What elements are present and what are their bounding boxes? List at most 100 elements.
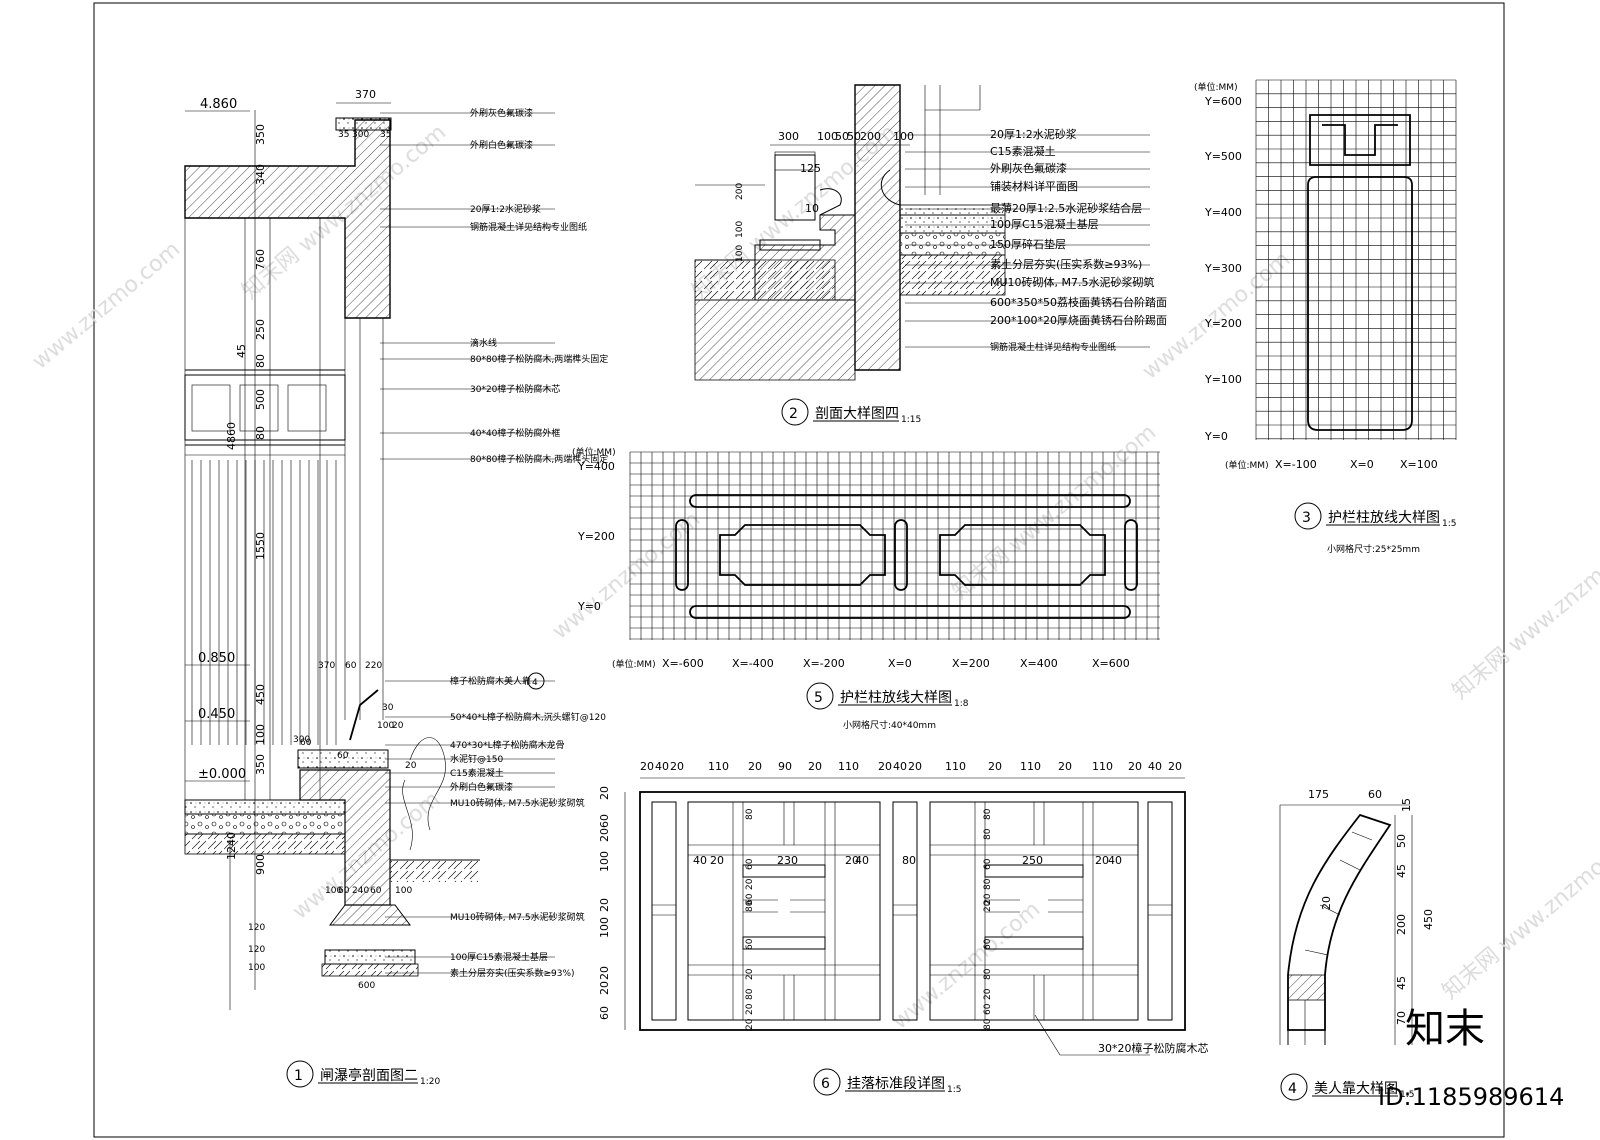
drawing3-labels: (单位:MM)Y=600Y=500Y=400Y=300Y=200Y=100Y=0… xyxy=(1194,81,1438,555)
x-axis-label: X=200 xyxy=(952,657,990,670)
drawing2-section xyxy=(694,84,1150,381)
drawing-title: 护栏柱放线大样图 xyxy=(1328,510,1440,526)
unit-label: (单位:MM) xyxy=(612,658,656,670)
drawing-number: 1 xyxy=(294,1068,303,1084)
callout-note: C15素混凝土 xyxy=(990,144,1056,158)
dimension: 20 xyxy=(598,898,611,912)
unit-label: (单位:MM) xyxy=(1194,81,1238,93)
callout-note: 50*40*L樟子松防腐木,沉头螺钉@120 xyxy=(450,711,606,723)
callout-note: 外刷白色氟碳漆 xyxy=(470,139,533,151)
x-axis-label: X=-600 xyxy=(662,657,704,670)
dimension: 350 xyxy=(254,754,267,775)
dimension: 20 xyxy=(392,721,404,731)
dimension: 60 xyxy=(983,858,993,870)
dimension: 500 xyxy=(254,389,267,410)
dimension: 100 xyxy=(735,245,745,262)
x-axis-label: X=100 xyxy=(1400,458,1438,471)
dimension: 200 xyxy=(860,130,881,143)
drawing-number-circle xyxy=(806,682,834,710)
dimension: 100 xyxy=(893,130,914,143)
dimension: 60 xyxy=(745,858,755,870)
drawing-title: 美人靠大样图 xyxy=(1314,1081,1398,1097)
drawing-scale: 1:15 xyxy=(901,415,921,425)
callout-note: MU10砖砌体, M7.5水泥砂浆砌筑 xyxy=(450,797,585,809)
dimension: 80 xyxy=(254,426,267,440)
dimension: 20 xyxy=(670,760,684,773)
y-axis-label: Y=0 xyxy=(1204,430,1228,443)
y-axis-label: Y=400 xyxy=(577,460,615,473)
dimension: 120 xyxy=(248,923,265,933)
dimension: 110 xyxy=(1092,760,1113,773)
y-axis-label: Y=200 xyxy=(1204,317,1242,330)
dimension: 20 xyxy=(908,760,922,773)
dimension: 20 xyxy=(745,968,755,980)
parapet-cap xyxy=(335,117,392,131)
dimension: 45 xyxy=(1395,864,1408,878)
y-axis-label: Y=400 xyxy=(1204,206,1242,219)
drawing-number-circle xyxy=(781,398,809,426)
x-axis-label: X=0 xyxy=(1350,458,1374,471)
y-axis-label: Y=0 xyxy=(577,600,601,613)
dimension: 220 xyxy=(365,661,382,671)
drawing1-leaders xyxy=(185,102,555,974)
level-mark: 4.860 xyxy=(200,97,237,112)
dimension: 40 xyxy=(893,760,907,773)
drawing3-outline xyxy=(1307,114,1413,431)
dimension: 230 xyxy=(777,854,798,867)
dimension: 20 xyxy=(598,828,611,842)
railing-base xyxy=(774,154,816,221)
drawing-number: 5 xyxy=(814,690,823,706)
dimension: 110 xyxy=(945,760,966,773)
drawing5-outline xyxy=(675,494,1138,619)
x-axis-label: X=0 xyxy=(888,657,912,670)
dimension: 80 xyxy=(745,900,755,912)
watermark-text: 知末网 www.znzmo.com xyxy=(1448,520,1600,705)
callout-note: 外刷灰色氟碳漆 xyxy=(470,107,533,119)
grid-note: 小网格尺寸:40*40mm xyxy=(843,719,936,731)
drawing6-fretwork xyxy=(624,777,1186,1056)
callout-note: 滴水线 xyxy=(470,337,497,349)
dimension: 1550 xyxy=(254,532,267,560)
compacted-soil xyxy=(321,963,419,977)
watermark-text: www.znzmo.com xyxy=(888,897,1045,1035)
drawing-scale: 1:5 xyxy=(947,1085,961,1095)
dimension: 60 xyxy=(337,751,349,761)
sheet-frame xyxy=(93,2,1505,1138)
callout-note: 素土分层夯实(压实系数≥93%) xyxy=(990,257,1142,271)
dimension: 100 xyxy=(325,886,342,896)
y-axis-label: Y=300 xyxy=(1204,262,1242,275)
dimension: 20 xyxy=(745,1003,755,1015)
drawing-title: 剖面大样图四 xyxy=(815,406,899,422)
dimension: 45 xyxy=(235,344,248,358)
callout-note: 铺装材料详平面图 xyxy=(990,179,1078,193)
callout-note: 470*30*L樟子松防腐木龙骨 xyxy=(450,739,565,751)
drawing-scale: 1:8 xyxy=(954,699,969,709)
x-axis-label: X=-200 xyxy=(803,657,845,670)
section-callout xyxy=(527,672,545,690)
dimension: 60 xyxy=(598,814,611,828)
dimension: 4860 xyxy=(225,422,238,450)
dimension: 100 xyxy=(395,886,412,896)
dimension: 80 xyxy=(983,968,993,980)
drawing3-grid xyxy=(1255,79,1457,440)
dimension: 110 xyxy=(1020,760,1041,773)
drawing1-section xyxy=(184,102,555,1010)
dimension: 60 xyxy=(745,938,755,950)
dimension: 20 xyxy=(710,854,724,867)
drawing-scale: 1:5 xyxy=(1442,519,1456,529)
callout-note: 40*40樟子松防腐外框 xyxy=(470,427,560,439)
callout-note: 素土分层夯实(压实系数≥93%) xyxy=(450,967,575,979)
panel-right xyxy=(939,524,1106,586)
dimension: 45 xyxy=(1395,976,1408,990)
dimension: 100 xyxy=(817,130,838,143)
dimension: 80 xyxy=(983,808,993,820)
dimension: 100 xyxy=(598,851,611,872)
dimension: 70 xyxy=(1395,1011,1408,1025)
dimension: 20 xyxy=(640,760,654,773)
dimension: 20 xyxy=(983,988,993,1000)
x-axis-label: X=-100 xyxy=(1275,458,1317,471)
